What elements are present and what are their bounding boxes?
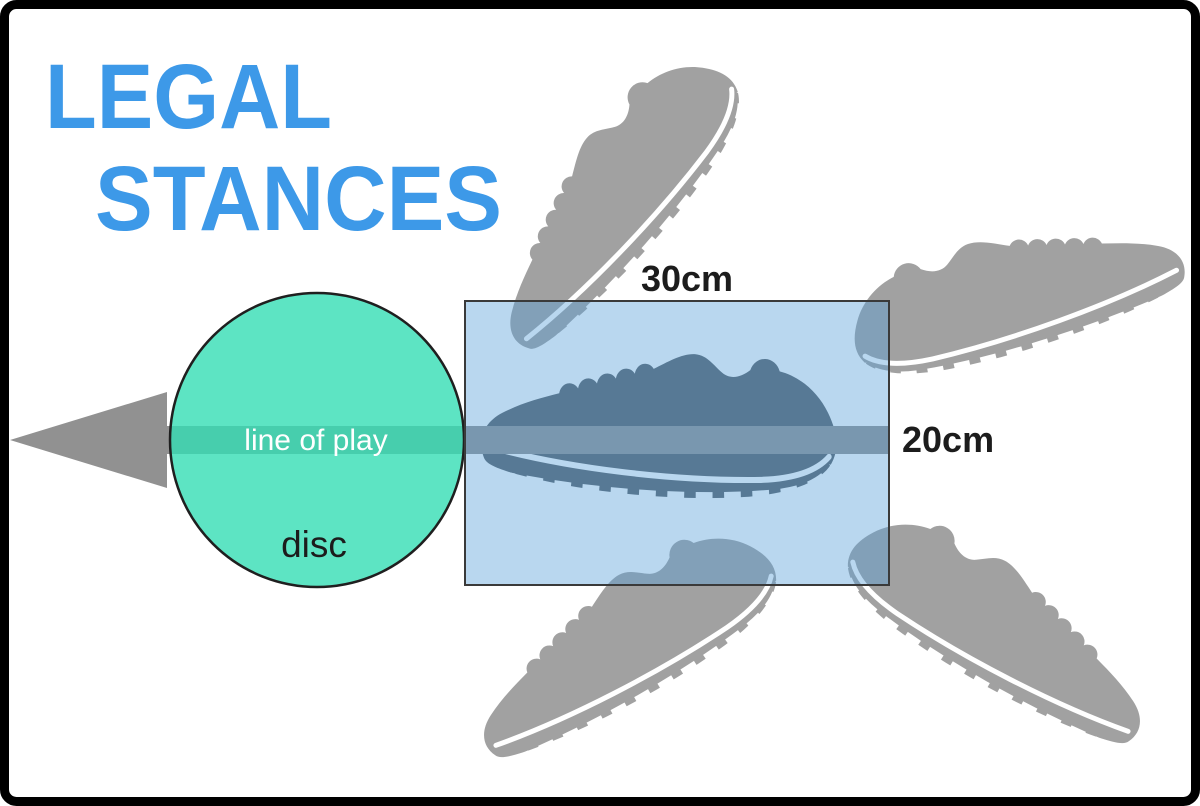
disc-label: disc bbox=[281, 524, 347, 565]
stance-box-border bbox=[464, 300, 890, 586]
line-of-play-label: line of play bbox=[244, 424, 387, 457]
page-title-line1: LEGAL bbox=[45, 46, 332, 148]
stance-box-fill bbox=[465, 301, 889, 585]
box-height-label: 20cm bbox=[902, 419, 994, 460]
page-title-line2: STANCES bbox=[95, 148, 502, 250]
box-width-label: 30cm bbox=[641, 258, 733, 299]
